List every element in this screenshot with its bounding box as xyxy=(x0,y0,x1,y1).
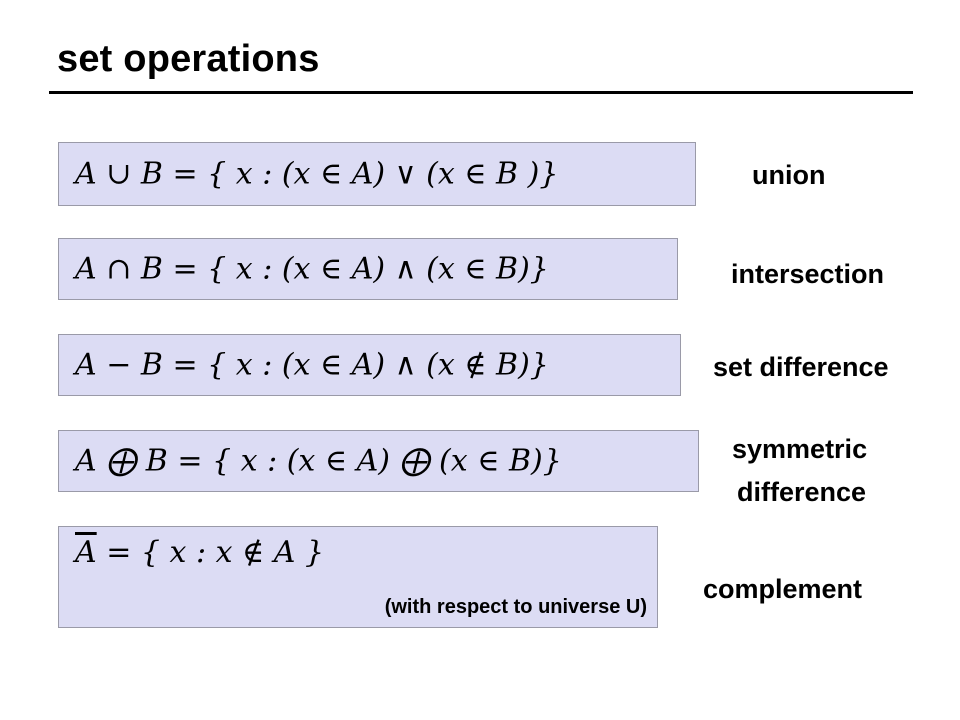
intersection-formula-box: A ∩ B = { x : (x ∈ A) ∧ (x ∈ B)} xyxy=(58,238,678,300)
union-formula: A ∪ B = { x : (x ∈ A) ∨ (x ∈ B )} xyxy=(75,156,559,192)
set-difference-formula-box: A − B = { x : (x ∈ A) ∧ (x ∉ B)} xyxy=(58,334,681,396)
complement-formula-box: A = { x : x ∉ A } (with respect to unive… xyxy=(58,526,658,628)
set-difference-formula: A − B = { x : (x ∈ A) ∧ (x ∉ B)} xyxy=(75,347,549,383)
union-label: union xyxy=(752,160,826,190)
universe-note: (with respect to universe U) xyxy=(384,596,647,618)
set-difference-label: set difference xyxy=(713,352,889,382)
union-formula-box: A ∪ B = { x : (x ∈ A) ∨ (x ∈ B )} xyxy=(58,142,696,206)
intersection-formula: A ∩ B = { x : (x ∈ A) ∧ (x ∈ B)} xyxy=(75,251,549,287)
symmetric-difference-formula-box: A ⨁ B = { x : (x ∈ A) ⨁ (x ∈ B)} xyxy=(58,430,699,492)
complement-symbol: A xyxy=(75,535,97,570)
symmetric-difference-label-line1: symmetric xyxy=(732,434,868,464)
complement-formula-rest: = { x : x ∉ A } xyxy=(96,535,325,570)
complement-label: complement xyxy=(703,574,863,604)
intersection-label: intersection xyxy=(731,259,885,289)
symmetric-difference-label-line2: difference xyxy=(737,477,867,507)
page-title: set operations xyxy=(57,38,320,80)
symmetric-difference-formula: A ⨁ B = { x : (x ∈ A) ⨁ (x ∈ B)} xyxy=(75,443,562,479)
complement-formula: A = { x : x ∉ A } xyxy=(75,535,324,570)
title-divider xyxy=(49,91,913,94)
